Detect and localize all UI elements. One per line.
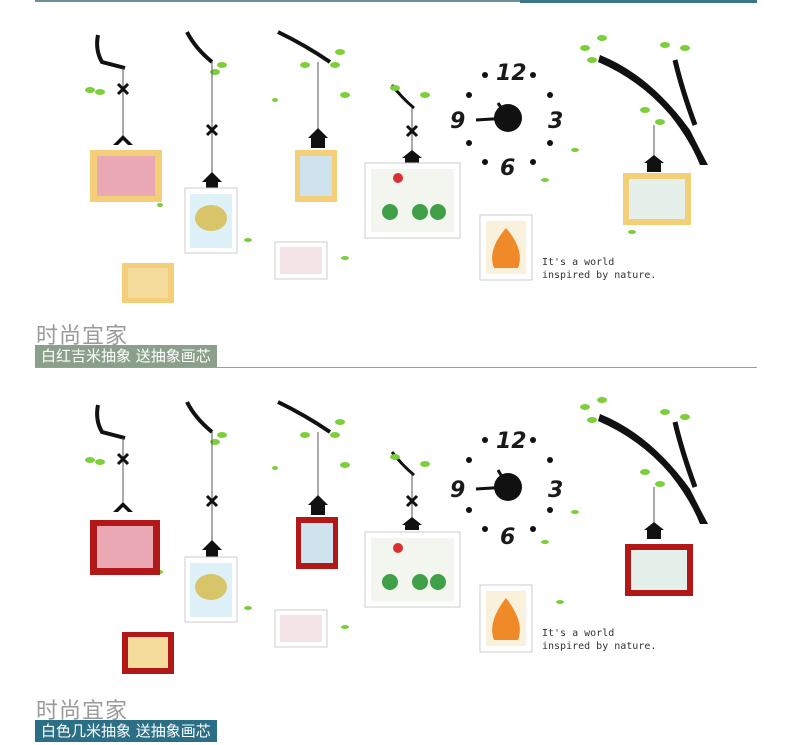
tree-branch: [598, 414, 708, 524]
clock-dots: [466, 437, 553, 532]
caption-subtitle-bar: 白色几米抽象 送抽象画芯: [35, 720, 217, 742]
branch-decal: [185, 401, 214, 434]
product-panel-2: 12 3 6 9 It's a world inspired by nature…: [0, 372, 790, 745]
tree-trunk: [672, 59, 698, 126]
wall-clock: 12 3 6 9: [450, 429, 563, 550]
birdhouse-icons: [113, 128, 664, 190]
hanging-strings: [122, 432, 655, 542]
caption-title: 时尚宜家: [36, 699, 129, 724]
top-accent: [520, 0, 757, 3]
birdhouse-icons: [113, 495, 664, 558]
picture-frame: [296, 517, 338, 569]
branch-decal: [95, 404, 126, 440]
clock-number-6: 6: [500, 156, 515, 181]
product-panel-1: 12 3 6 9 It's a world inspired by nature…: [0, 0, 790, 370]
picture-frame: [479, 214, 533, 281]
clock-number-3: 3: [548, 109, 563, 134]
picture-frame: [90, 150, 162, 202]
wall-decal-scene: 12 3 6 9 It's a world inspired by nature…: [85, 397, 708, 674]
clock-number-9: 9: [450, 109, 465, 134]
wall-decal-scene: 12 3 6 9 It's a world inspired by nature…: [85, 30, 708, 303]
slogan-line-1: It's a world: [542, 628, 614, 639]
clock-number-12: 12: [496, 429, 527, 454]
caption-subtitle-bar: 白红吉米抽象 送抽象画芯: [35, 345, 217, 367]
clock-number-9: 9: [450, 478, 465, 503]
top-rule: [35, 0, 757, 2]
clock-hands: [475, 469, 511, 491]
branch-decal: [95, 34, 126, 70]
leaves-decal: [85, 35, 690, 260]
picture-frame: [90, 520, 160, 575]
picture-frame: [295, 150, 337, 202]
picture-frame: [122, 632, 174, 674]
slogan-line-1: It's a world: [542, 257, 614, 268]
picture-frame: [274, 609, 328, 648]
caption-title: 时尚宜家: [36, 324, 129, 349]
x-marks: [116, 82, 419, 138]
picture-frame: [184, 556, 238, 623]
branch-decal: [277, 400, 332, 434]
tree-trunk: [672, 421, 698, 488]
picture-frame: [364, 162, 461, 239]
picture-frame: [364, 531, 461, 608]
branch-decal: [277, 30, 332, 64]
branch-decal: [185, 31, 214, 64]
tree-branch: [598, 55, 708, 165]
picture-frame: [625, 544, 693, 596]
hanging-strings: [122, 62, 655, 175]
slogan-line-2: inspired by nature.: [542, 270, 656, 281]
picture-frame: [623, 173, 691, 225]
clock-hands: [475, 102, 511, 122]
slogan-line-2: inspired by nature.: [542, 641, 656, 652]
clock-dots: [466, 72, 553, 165]
picture-frame: [184, 187, 238, 254]
picture-frame: [479, 584, 533, 653]
leaves-decal: [85, 397, 690, 629]
x-marks: [116, 452, 419, 508]
section-divider: [35, 367, 757, 368]
clock-number-3: 3: [548, 478, 563, 503]
clock-number-6: 6: [500, 525, 515, 550]
picture-frame: [122, 263, 174, 303]
clock-number-12: 12: [496, 61, 527, 86]
picture-frame: [274, 241, 328, 280]
wall-clock: 12 3 6 9: [450, 61, 563, 181]
